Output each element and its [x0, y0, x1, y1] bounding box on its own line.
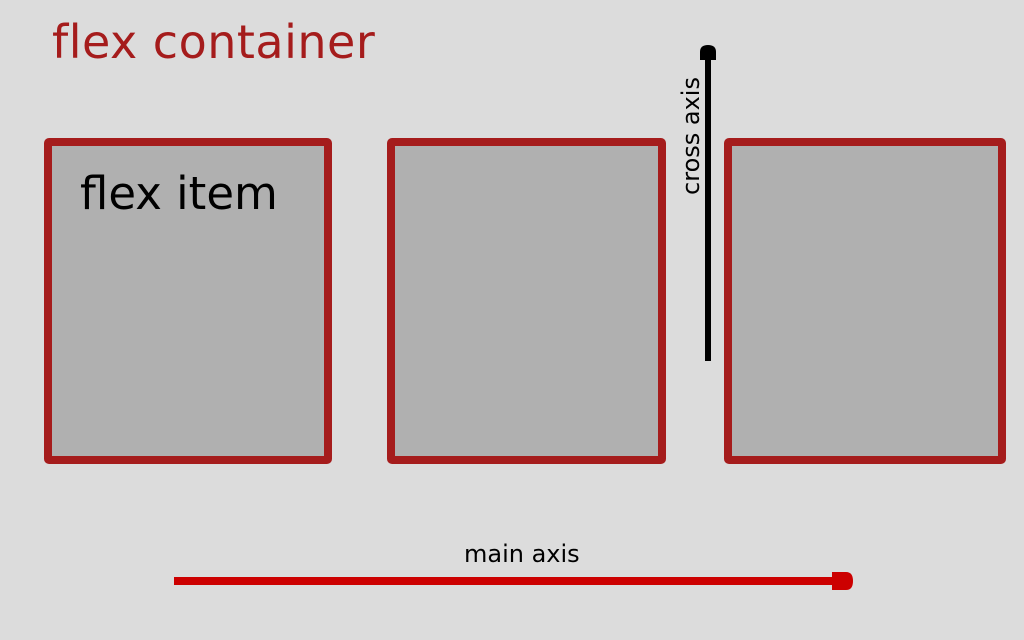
flex-item-3: [724, 138, 1006, 464]
main-axis-arrowhead-icon: [832, 572, 853, 590]
cross-axis-arrowhead-icon: [700, 45, 716, 60]
cross-axis-label: cross axis: [677, 77, 705, 195]
flex-item-2: [387, 138, 666, 464]
main-axis-arrow: [174, 572, 853, 590]
main-axis-label: main axis: [464, 540, 580, 568]
flex-container-title: flex container: [52, 15, 376, 69]
flex-item-1: flex item: [44, 138, 332, 464]
cross-axis-arrow: [700, 45, 716, 361]
flex-item-label: flex item: [80, 167, 278, 220]
